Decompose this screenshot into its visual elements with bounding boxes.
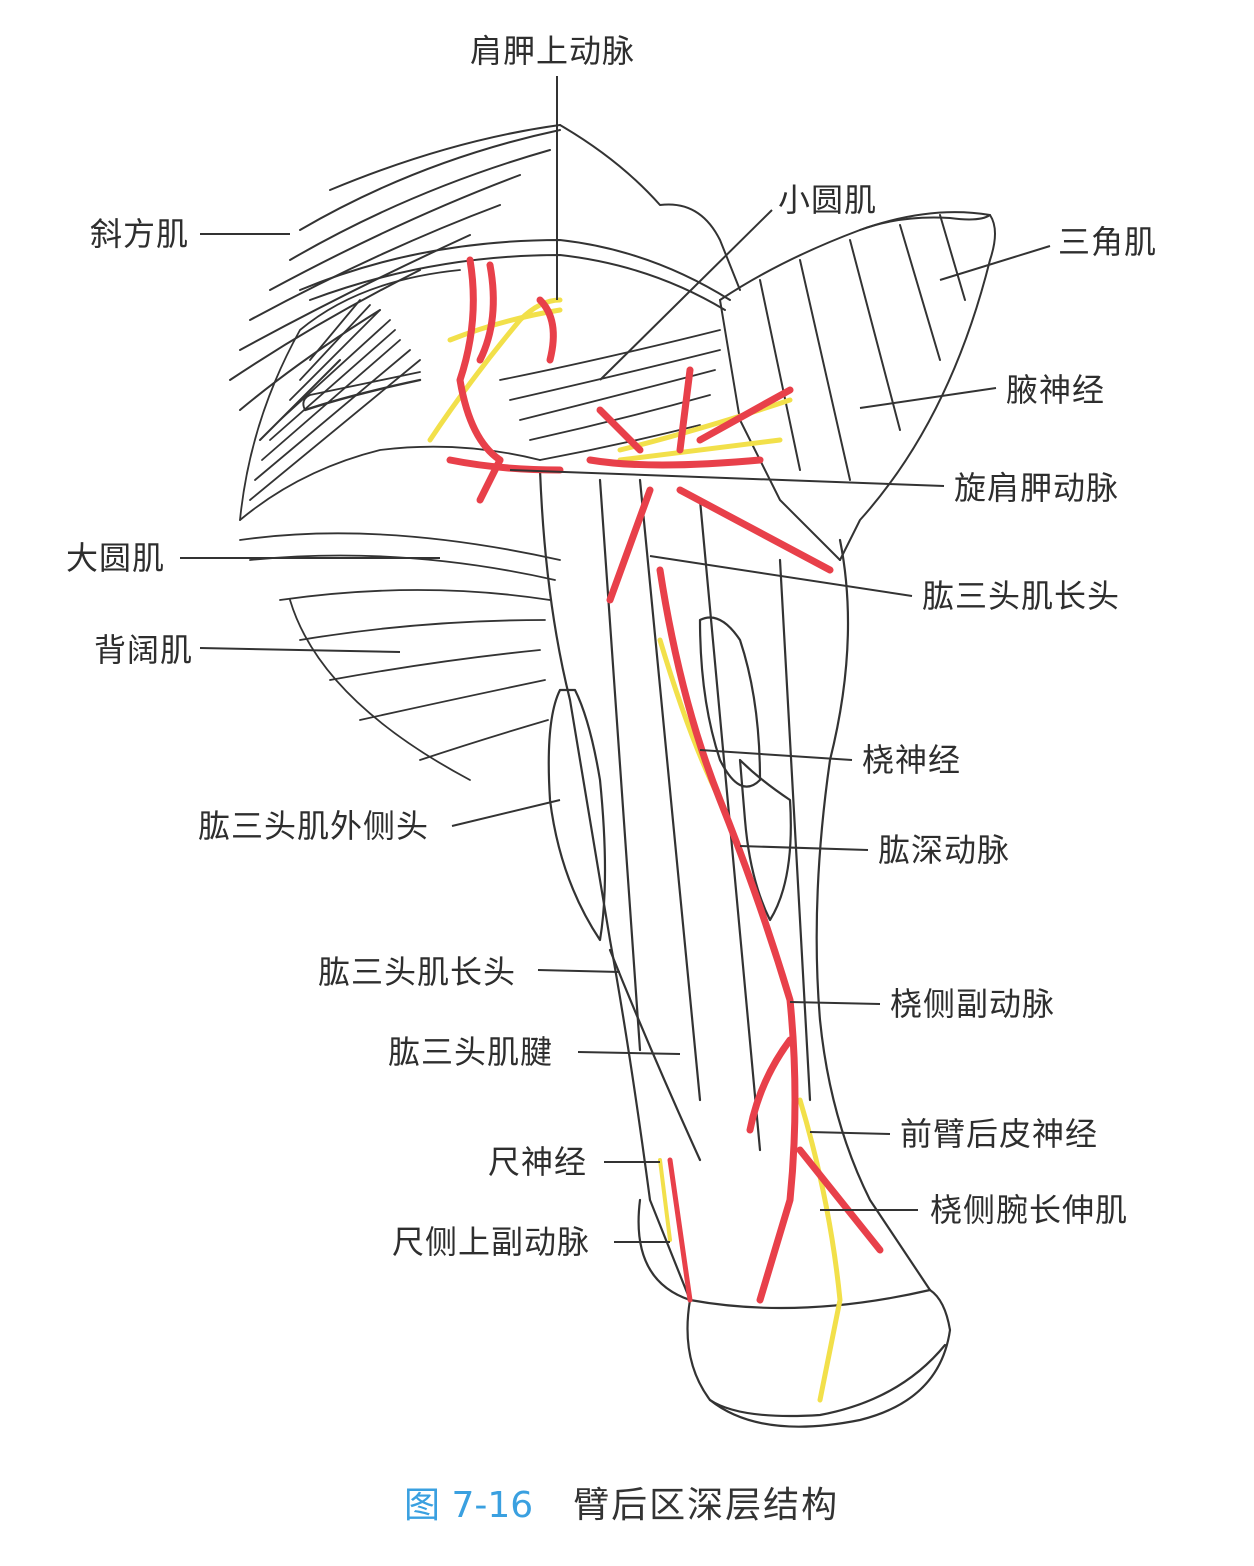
caption-number: 图 7-16 — [404, 1485, 534, 1526]
label-radial-collateral-artery: 桡侧副动脉 — [890, 985, 1056, 1023]
label-triceps-lateral-head: 肱三头肌外侧头 — [198, 807, 430, 845]
label-superior-ulnar-collateral-artery: 尺侧上副动脉 — [392, 1223, 591, 1261]
arteries — [446, 256, 884, 1304]
label-teres-major: 大圆肌 — [66, 539, 166, 577]
label-triceps-tendon: 肱三头肌腱 — [388, 1033, 554, 1071]
label-posterior-cutaneous-nerve-forearm: 前臂后皮神经 — [900, 1115, 1099, 1153]
deltoid-muscle — [719, 211, 996, 561]
label-triceps-long-head-lower: 肱三头肌长头 — [318, 953, 517, 991]
label-trapezius: 斜方肌 — [90, 215, 190, 253]
label-deltoid: 三角肌 — [1058, 223, 1158, 261]
label-radial-nerve: 桡神经 — [862, 741, 962, 779]
label-triceps-long-head-upper: 肱三头肌长头 — [922, 577, 1121, 615]
label-axillary-nerve: 腋神经 — [1006, 371, 1106, 409]
label-suprascapular-artery: 肩胛上动脉 — [470, 32, 636, 70]
figure-caption: 图 7-16 臂后区深层结构 — [404, 1488, 839, 1524]
label-ulnar-nerve: 尺神经 — [488, 1143, 588, 1181]
trapezius-muscle — [229, 124, 741, 441]
label-latissimus-dorsi: 背阔肌 — [94, 631, 194, 669]
label-teres-minor: 小圆肌 — [778, 181, 878, 219]
label-extensor-carpi-radialis-longus: 桡侧腕长伸肌 — [930, 1191, 1129, 1229]
label-circumflex-scapular-artery: 旋肩胛动脉 — [954, 469, 1120, 507]
arm-outline — [538, 468, 952, 1428]
caption-title: 臂后区深层结构 — [573, 1485, 840, 1526]
label-deep-brachial-artery: 肱深动脉 — [878, 831, 1011, 869]
